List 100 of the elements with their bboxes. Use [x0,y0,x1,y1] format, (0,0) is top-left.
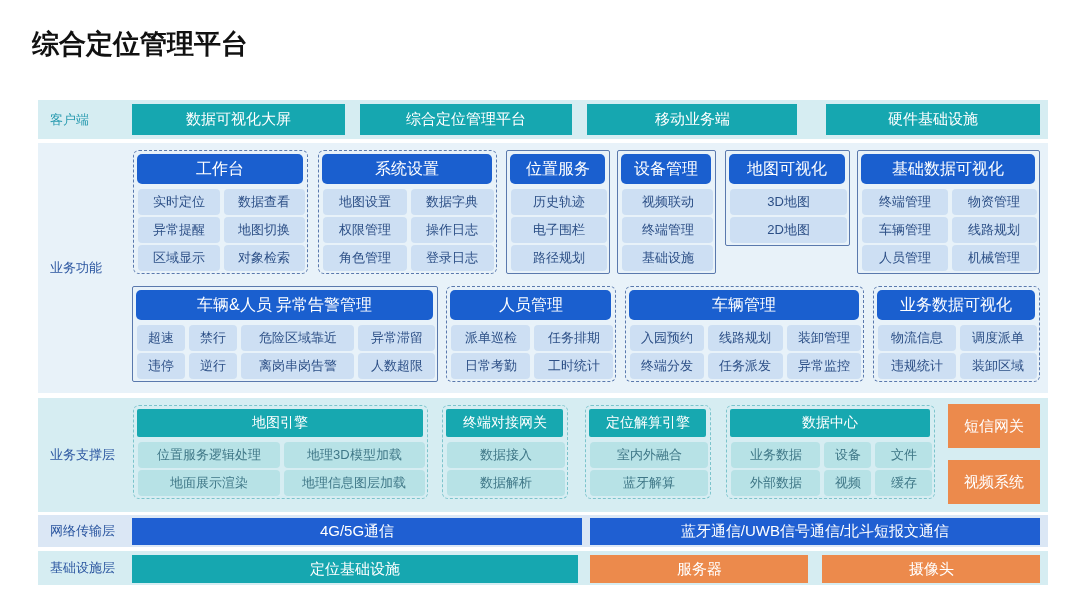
service-box: 视频系统 [948,460,1040,504]
panel-frame [442,405,568,499]
panel-frame [133,150,308,274]
feature-cell: 终端分发 [630,353,705,379]
panel-frame [585,405,711,499]
feature-cell: 工时统计 [534,353,613,379]
feature-cell: 地图设置 [323,189,407,215]
feature-cell: 异常提醒 [138,217,220,243]
heading-bar: 地图可视化 [729,154,845,184]
feature-cell: 超速 [137,325,186,351]
feature-cell: 地理信息图层加载 [283,470,425,496]
feature-cell: 数据接入 [447,442,565,468]
feature-cell: 基础设施 [622,245,713,271]
panel-frame [318,150,497,274]
feature-cell: 违规统计 [878,353,956,379]
feature-cell: 角色管理 [323,245,407,271]
page-title: 综合定位管理平台 [32,28,248,61]
feature-cell: 实时定位 [138,189,220,215]
heading-bar: 位置服务 [510,154,605,184]
heading-bar: 车辆管理 [629,290,859,320]
feature-cell: 3D地图 [730,189,847,215]
feature-cell: 路径规划 [511,245,607,271]
feature-cell: 任务派发 [708,353,783,379]
panel-frame [617,150,716,274]
panel-frame [132,286,438,382]
layer-band [38,398,1048,512]
heading-bar: 系统设置 [322,154,492,184]
feature-cell: 数据字典 [410,189,494,215]
feature-cell: 视频联动 [622,189,713,215]
feature-cell: 人数超限 [358,353,435,379]
feature-cell: 禁行 [189,325,237,351]
feature-cell: 地理3D模型加载 [283,442,425,468]
feature-cell: 物流信息 [878,325,956,351]
network-bar: 蓝牙通信/UWB信号通信/北斗短报文通信 [590,518,1040,545]
feature-cell: 车辆管理 [862,217,948,243]
feature-cell: 入园预约 [630,325,705,351]
feature-cell: 危险区域靠近 [240,325,355,351]
feature-cell: 位置服务逻辑处理 [138,442,280,468]
client-box: 移动业务端 [587,104,797,135]
client-box: 综合定位管理平台 [360,104,572,135]
feature-cell: 登录日志 [410,245,494,271]
panel-frame [725,150,850,246]
layer-band [38,515,1048,547]
layer-band [38,100,1048,139]
layer-label: 业务功能 [50,259,102,277]
heading-bar: 终端对接网关 [446,409,563,437]
feature-cell: 日常考勤 [451,353,530,379]
service-box: 短信网关 [948,404,1040,448]
feature-cell: 物资管理 [951,189,1037,215]
feature-cell: 视频 [824,470,872,496]
heading-bar: 基础数据可视化 [861,154,1035,184]
panel-frame [446,286,616,382]
feature-cell: 历史轨迹 [511,189,607,215]
feature-cell: 终端管理 [862,189,948,215]
layer-label: 业务支撑层 [50,446,115,464]
feature-cell: 文件 [875,442,932,468]
heading-bar: 车辆&人员 异常告警管理 [136,290,433,320]
feature-cell: 数据解析 [447,470,565,496]
feature-cell: 蓝牙解算 [590,470,708,496]
layer-label: 网络传输层 [50,522,115,540]
feature-cell: 派单巡检 [451,325,530,351]
feature-cell: 线路规划 [708,325,783,351]
heading-bar: 业务数据可视化 [877,290,1035,320]
feature-cell: 机械管理 [951,245,1037,271]
panel-frame [726,405,935,499]
heading-bar: 数据中心 [730,409,930,437]
layer-band [38,551,1048,585]
feature-cell: 装卸区域 [959,353,1037,379]
heading-bar: 设备管理 [621,154,711,184]
feature-cell: 电子围栏 [511,217,607,243]
feature-cell: 任务排期 [534,325,613,351]
feature-cell: 2D地图 [730,217,847,243]
client-box: 数据可视化大屏 [132,104,345,135]
panel-frame [857,150,1040,274]
heading-bar: 人员管理 [450,290,611,320]
feature-cell: 异常监控 [786,353,861,379]
infrastructure-bar: 定位基础设施 [132,555,578,583]
heading-bar: 定位解算引擎 [589,409,706,437]
client-box: 硬件基础设施 [826,104,1040,135]
network-bar: 4G/5G通信 [132,518,582,545]
panel-frame [133,405,428,499]
layer-band [38,143,1048,393]
feature-cell: 违停 [137,353,186,379]
feature-cell: 外部数据 [731,470,821,496]
service-box: 服务器 [590,555,808,583]
feature-cell: 设备 [824,442,872,468]
feature-cell: 业务数据 [731,442,821,468]
panel-frame [873,286,1040,382]
feature-cell: 缓存 [875,470,932,496]
feature-cell: 终端管理 [622,217,713,243]
feature-cell: 人员管理 [862,245,948,271]
feature-cell: 异常滞留 [358,325,435,351]
feature-cell: 地图切换 [223,217,305,243]
layer-label: 基础设施层 [50,559,115,577]
panel-frame [625,286,864,382]
feature-cell: 逆行 [189,353,237,379]
layer-label: 客户端 [50,110,89,129]
feature-cell: 数据查看 [223,189,305,215]
panel-frame [506,150,610,274]
feature-cell: 地面展示渲染 [138,470,280,496]
